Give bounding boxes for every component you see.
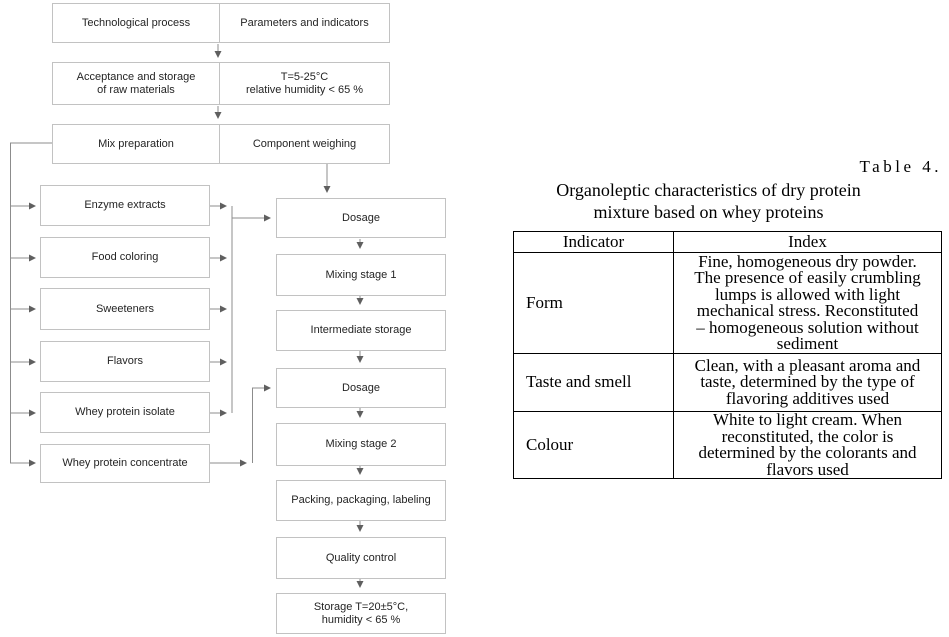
column-header-index: Index [673, 231, 942, 253]
flow-box-whey-protein-concentrate: Whey protein concentrate [40, 444, 210, 483]
cell-index-colour: White to light cream. When reconstituted… [673, 411, 942, 479]
flow-cell-mix-preparation: Mix preparation [53, 125, 220, 163]
flow-box-whey-protein-isolate: Whey protein isolate [40, 392, 210, 433]
flow-box-enzyme-extracts: Enzyme extracts [40, 185, 210, 226]
flow-box-quality-control: Quality control [276, 537, 446, 579]
flow-box-intermediate-storage: Intermediate storage [276, 310, 446, 351]
flow-box-mixing-stage-2: Mixing stage 2 [276, 423, 446, 466]
table-header-row: Indicator Index [513, 231, 942, 253]
table-row-form: Form Fine, homogeneous dry powder. The p… [513, 252, 942, 354]
flow-header-row-3: Mix preparation Component weighing [52, 124, 390, 164]
flow-box-mixing-stage-1: Mixing stage 1 [276, 254, 446, 296]
flow-box-flavors: Flavors [40, 341, 210, 382]
characteristics-table: Indicator Index Form Fine, homogeneous d… [513, 231, 942, 479]
cell-index-form: Fine, homogeneous dry powder. The presen… [673, 252, 942, 354]
flow-cell-technological-process: Technological process [53, 4, 220, 42]
flow-box-dosage-2: Dosage [276, 368, 446, 408]
flow-header-row-2: Acceptance and storage of raw materials … [52, 62, 390, 105]
cell-indicator-taste: Taste and smell [513, 353, 674, 412]
flow-cell-component-weighing: Component weighing [252, 137, 357, 150]
table-row-colour: Colour White to light cream. When recons… [513, 411, 942, 479]
flow-box-dosage-1: Dosage [276, 198, 446, 238]
cell-indicator-form: Form [513, 252, 674, 354]
flow-cell-temperature-humidity: T=5-25°C relative humidity < 65 % [245, 70, 364, 96]
flow-header-row-1: Technological process Parameters and ind… [52, 3, 390, 43]
table-caption: Table 4. [859, 157, 942, 176]
flow-cell-parameters-indicators: Parameters and indicators [240, 16, 369, 29]
flow-cell-acceptance-storage: Acceptance and storage of raw materials [53, 63, 220, 104]
flow-box-packing-packaging-labeling: Packing, packaging, labeling [276, 480, 446, 521]
flow-box-sweeteners: Sweeteners [40, 288, 210, 330]
table-row-taste-and-smell: Taste and smell Clean, with a pleasant a… [513, 353, 942, 412]
table-title: Organoleptic characteristics of dry prot… [556, 180, 861, 222]
cell-indicator-colour: Colour [513, 411, 674, 479]
table-section: Table 4. Organoleptic characteristics of… [513, 157, 942, 479]
cell-index-taste: Clean, with a pleasant aroma and taste, … [673, 353, 942, 412]
flow-box-food-coloring: Food coloring [40, 237, 210, 278]
flow-box-storage-conditions: Storage T=20±5°C, humidity < 65 % [276, 593, 446, 634]
column-header-indicator: Indicator [513, 231, 674, 253]
